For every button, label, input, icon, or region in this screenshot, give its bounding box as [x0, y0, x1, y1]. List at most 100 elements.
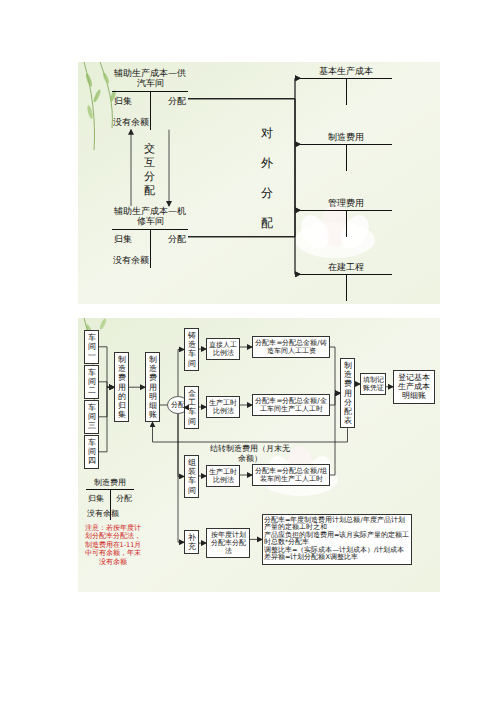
ledger-box: 登记基本生产成本明细账 — [393, 370, 435, 404]
t-account-line — [150, 92, 151, 130]
account-title: 辅助生产成本—机修车间 — [112, 206, 188, 229]
workshop-box: 车间三 — [84, 400, 99, 434]
process-box: 制造费用的归集 — [114, 352, 129, 422]
connector — [240, 405, 252, 406]
t-account-body: 归集 分配没有余额 — [112, 229, 188, 268]
t-account-line — [150, 230, 151, 268]
credit-label: 分配 — [116, 493, 132, 504]
voucher-box: 填制记账凭证 — [360, 373, 386, 395]
connector — [199, 543, 206, 544]
connector — [386, 386, 393, 387]
debit-label: 归集 — [114, 95, 132, 108]
box-text: 车间一 — [85, 333, 98, 361]
box-text: 铸造车间 — [185, 331, 198, 368]
t-account-body — [300, 274, 392, 301]
note-text: 注意：若按年度计划分配率分配法，制造费用在1-11月中可有余额，年末没有余额 — [84, 524, 142, 566]
box-text: 制造费用的归集 — [115, 355, 128, 419]
connector — [199, 407, 206, 408]
workshop-box: 车间四 — [84, 435, 99, 469]
method-box: 生产工时比例法 — [206, 396, 240, 418]
connector — [188, 210, 300, 236]
connector — [240, 475, 252, 476]
balance-label: 没有余额 — [113, 254, 149, 267]
workshop-box: 铸造车间 — [184, 328, 199, 371]
connector — [199, 349, 206, 350]
connector — [188, 99, 300, 275]
t-account: 制造费用归集分配没有余额 — [86, 478, 134, 520]
box-text: 调整比率=（实际成本—计划成本）/计划成本 — [264, 547, 410, 554]
account-title: 辅助生产成本—供汽车间 — [112, 68, 188, 91]
connector — [99, 347, 114, 387]
connector — [330, 347, 340, 393]
t-account-line — [346, 145, 347, 171]
connector — [188, 99, 300, 145]
bottom-panel — [78, 318, 440, 592]
connector — [250, 539, 262, 540]
willow-leaf — [85, 73, 94, 88]
t-account-line — [346, 275, 347, 301]
t-account-body: 归集分配没有余额 — [112, 91, 188, 130]
box-text: 车间二 — [85, 368, 98, 396]
willow-leaf — [102, 72, 111, 85]
allocation-label: 交互分配 — [142, 142, 156, 198]
connector — [99, 387, 114, 452]
ledger-box: 制造费用明细账 — [145, 352, 160, 422]
account-title: 基本生产成本 — [300, 66, 392, 78]
t-account-body: 归集分配没有余额 — [86, 489, 134, 520]
box-text: 登记基本生产成本明细账 — [395, 373, 433, 401]
box-text: 制造费用明细账 — [146, 355, 159, 419]
connector — [184, 407, 189, 408]
method-box: 直接人工比例法 — [206, 338, 240, 360]
box-text: 制造费用分配表 — [341, 361, 354, 425]
box-text: 填制记账凭证 — [362, 376, 384, 392]
edge-label: 结转制造费用（月末无余额） — [210, 444, 290, 464]
method-box: 生产工时比例法 — [206, 465, 240, 487]
t-account: 辅助生产成本—机修车间归集 分配没有余额 — [112, 206, 188, 268]
workshop-box: 组装车间 — [184, 455, 199, 498]
workshop-box: 金工车间 — [184, 386, 199, 429]
connector — [131, 130, 132, 206]
supplement-box: 补充 — [184, 530, 199, 554]
account-title: 在建工程 — [300, 262, 392, 274]
box-text: 车间四 — [85, 438, 98, 466]
debit-label: 归集 — [114, 233, 132, 246]
t-account: 制造费用 — [300, 132, 392, 171]
connector — [99, 382, 114, 387]
connector — [330, 393, 340, 475]
workshop-box: 车间一 — [84, 330, 99, 364]
account-title: 制造费用 — [86, 478, 134, 489]
top-panel — [78, 62, 440, 304]
t-account: 基本生产成本 — [300, 66, 392, 105]
t-account-body — [300, 210, 392, 237]
t-account: 辅助生产成本—供汽车间归集分配没有余额 — [112, 68, 188, 130]
allocation-label: 对外分配 — [259, 118, 275, 238]
box-text: 分配率=分配总金额/组装车间生产工人工时 — [254, 467, 328, 483]
method-box: 按年度计划分配率分配法 — [206, 528, 250, 558]
connector — [330, 393, 340, 405]
formula-box: 分配率=分配总金额/金工车间生产工人工时 — [252, 394, 330, 416]
debit-label: 归集 — [88, 493, 104, 504]
credit-label: 分配 — [168, 233, 186, 246]
workshop-box: 车间二 — [84, 365, 99, 399]
box-text: 组装车间 — [185, 458, 198, 495]
table-box: 制造费用分配表 — [340, 358, 355, 428]
connector — [169, 130, 170, 206]
connector — [188, 78, 300, 236]
connector — [178, 349, 184, 396]
connector — [188, 78, 300, 98]
connector — [99, 387, 114, 417]
t-account-line — [346, 79, 347, 105]
willow-leaf — [99, 318, 108, 331]
connector — [355, 384, 360, 385]
connector — [188, 237, 300, 275]
connector — [188, 144, 300, 236]
connector — [199, 476, 206, 477]
t-account: 管理费用 — [300, 198, 392, 237]
willow-leaf — [86, 105, 93, 120]
t-account-body — [300, 78, 392, 105]
willow-leaf — [92, 89, 102, 103]
t-account-body — [300, 144, 392, 171]
box-text: 直接人工比例法 — [208, 341, 238, 357]
connector — [188, 99, 300, 211]
